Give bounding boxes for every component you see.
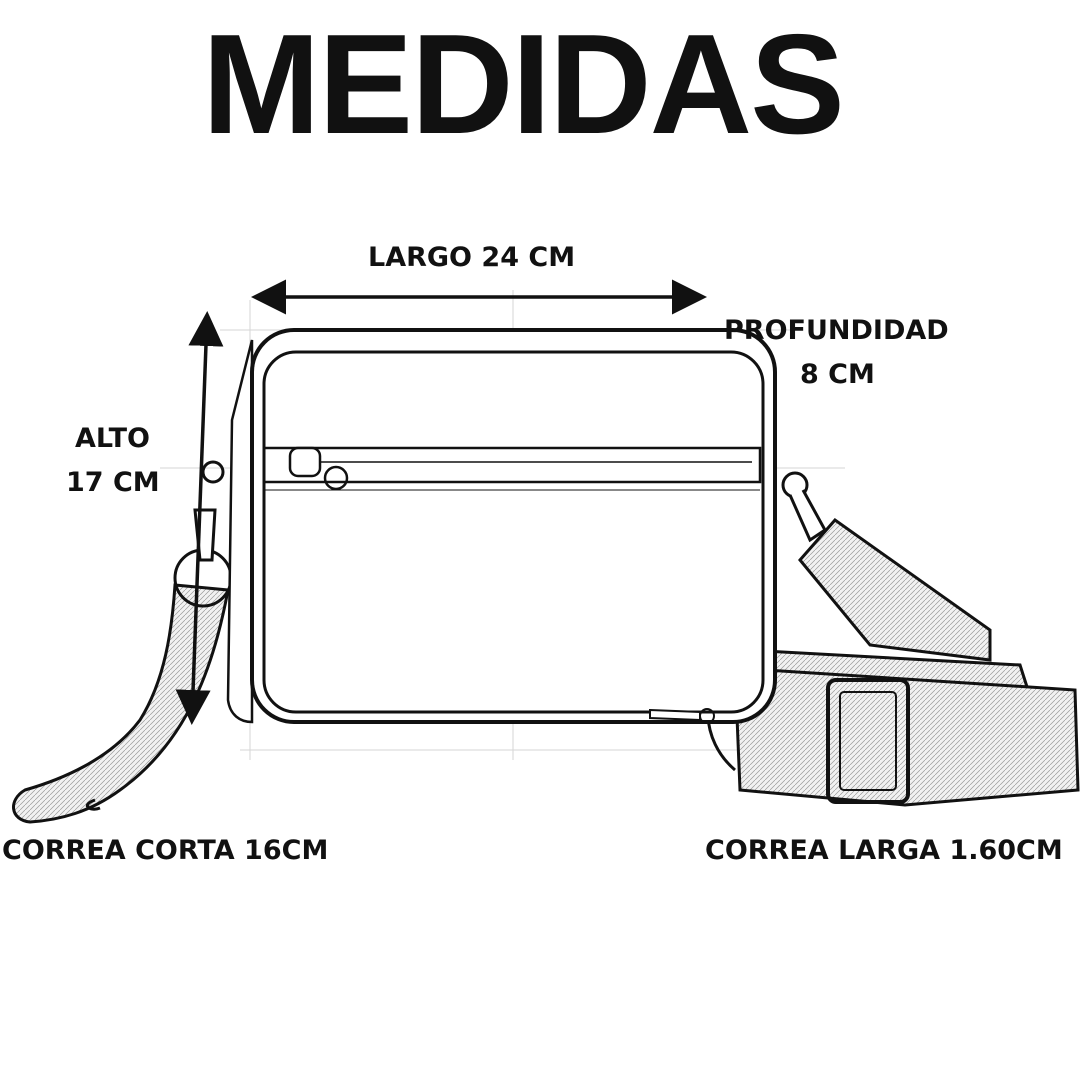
width-label: LARGO 24 CM (368, 242, 576, 273)
depth-value: 8 CM (800, 359, 875, 390)
zipper-pull-icon (288, 446, 322, 478)
page-title: MEDIDAS (202, 5, 845, 164)
height-value: 17 CM (66, 467, 160, 498)
long-strap-label: CORREA LARGA 1.60CM (705, 835, 1063, 866)
long-strap (706, 471, 1080, 807)
height-label: ALTO (75, 423, 151, 454)
short-strap-label: CORREA CORTA 16CM (2, 835, 329, 866)
depth-label: PROFUNDIDAD (724, 315, 949, 346)
height-arrow (175, 311, 224, 725)
bag-body (226, 328, 777, 724)
